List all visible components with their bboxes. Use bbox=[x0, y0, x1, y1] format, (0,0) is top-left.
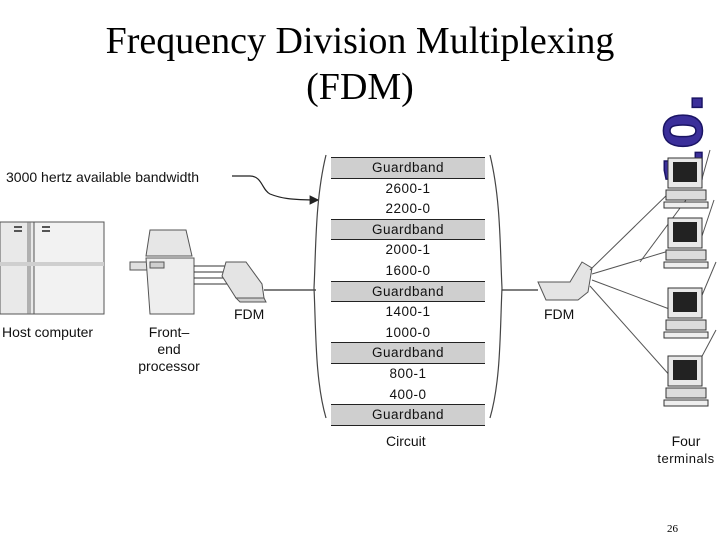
frequency-row: 2600-1 bbox=[331, 178, 485, 200]
bandwidth-label: 3000 hertz available bandwidth bbox=[6, 169, 200, 185]
circuit-right-bracket bbox=[489, 154, 503, 419]
terminals-line-1: Four bbox=[671, 433, 701, 449]
front-end-line-1: Front– bbox=[148, 324, 190, 340]
guardband-row: Guardband bbox=[331, 158, 485, 179]
fdm-right-icon bbox=[537, 261, 593, 301]
host-computer-label: Host computer bbox=[2, 324, 94, 340]
host-computer-icon bbox=[0, 221, 105, 315]
frequency-row: 1600-0 bbox=[331, 260, 485, 282]
fdm-right-label: FDM bbox=[544, 306, 575, 322]
frequency-row: 400-0 bbox=[331, 384, 485, 406]
frequency-row: 2000-1 bbox=[331, 240, 485, 261]
terminal-icon-2 bbox=[663, 217, 709, 269]
guardband-row: Guardband bbox=[331, 219, 485, 241]
slide-title: Frequency Division Multiplexing (FDM) bbox=[40, 18, 680, 110]
bandwidth-arrow bbox=[232, 175, 320, 205]
terminal-icon-3 bbox=[663, 287, 709, 339]
front-end-line-2: end bbox=[157, 341, 181, 357]
guardband-row: Guardband bbox=[331, 343, 485, 364]
guardband-row: Guardband bbox=[331, 405, 485, 426]
title-line-2: (FDM) bbox=[306, 66, 414, 108]
circuit-left-bracket bbox=[313, 154, 327, 419]
fdm-left-label: FDM bbox=[234, 306, 265, 322]
terminals-line-2: terminals bbox=[657, 451, 715, 466]
page-number: 26 bbox=[667, 523, 678, 535]
title-line-1: Frequency Division Multiplexing bbox=[105, 20, 615, 62]
frequency-row: 1400-1 bbox=[331, 302, 485, 323]
frequency-row: 2200-0 bbox=[331, 199, 485, 220]
circuit-label: Circuit bbox=[386, 433, 426, 449]
front-end-line-3: processor bbox=[138, 358, 200, 374]
four-terminals-label: Four terminals bbox=[652, 432, 720, 468]
frequency-row: 1000-0 bbox=[331, 322, 485, 344]
fdm-to-terminal-lines bbox=[589, 149, 717, 379]
fdm-left-icon bbox=[221, 261, 267, 303]
terminal-icon-4 bbox=[663, 355, 709, 407]
guardband-row: Guardband bbox=[331, 281, 485, 303]
front-end-processor-label: Front– end processor bbox=[126, 324, 212, 375]
frequency-row: 800-1 bbox=[331, 363, 485, 385]
front-end-processor-icon bbox=[129, 229, 195, 315]
terminal-icon-1 bbox=[663, 157, 709, 209]
